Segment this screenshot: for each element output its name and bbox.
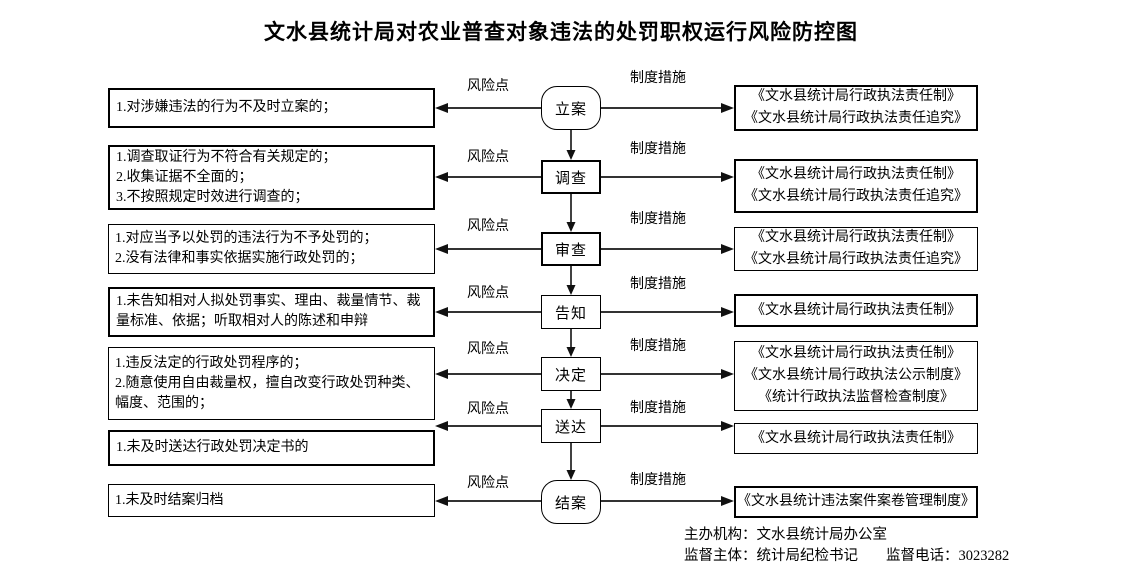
measure-item: 《文水县统计局行政执法责任追究》 — [744, 189, 968, 204]
measure-label-7: 制度措施 — [630, 473, 686, 488]
measure-box-decision: 《文水县统计局行政执法责任制》 《文水县统计局行政执法公示制度》 《统计行政执法… — [734, 341, 978, 411]
measure-item: 《文水县统计局行政执法责任制》 — [751, 167, 961, 182]
risk-point-label-6: 风险点 — [467, 402, 509, 417]
measure-item: 《统计行政执法监督检查制度》 — [758, 390, 954, 405]
flow-node-review: 审查 — [541, 232, 601, 266]
risk-box-review: 1.对应当予以处罚的违法行为不予处罚的； 2.没有法律和事实依据实施行政处罚的； — [108, 224, 435, 274]
measure-item: 《文水县统计局行政执法责任制》 — [751, 430, 961, 446]
page-title: 文水县统计局对农业普查对象违法的处罚职权运行风险防控图 — [264, 21, 858, 44]
measure-box-case-closing: 《文水县统计违法案件案卷管理制度》 — [734, 486, 978, 518]
flow-node-decision: 决定 — [541, 357, 601, 391]
risk-text: 1.对应当予以处罚的违法行为不予处罚的； 2.没有法律和事实依据实施行政处罚的； — [115, 231, 378, 266]
measure-item: 《文水县统计局行政执法责任制》 — [751, 302, 961, 318]
flow-node-investigation: 调查 — [541, 160, 601, 194]
measure-item: 《文水县统计局行政执法公示制度》 — [744, 368, 968, 383]
measure-box-review: 《文水县统计局行政执法责任制》 《文水县统计局行政执法责任追究》 — [734, 227, 978, 271]
risk-box-case-filing: 1.对涉嫌违法的行为不及时立案的； — [108, 88, 435, 128]
supervisor-text: 监督主体：统计局纪检书记 — [684, 548, 858, 564]
risk-text: 1.未告知相对人拟处罚事实、理由、裁量情节、裁量标准、依据；听取相对人的陈述和申… — [116, 294, 421, 329]
risk-point-label-7: 风险点 — [467, 476, 509, 491]
measure-item: 《文水县统计违法案件案卷管理制度》 — [737, 494, 975, 509]
risk-text: 1.未及时结案归档 — [115, 492, 224, 508]
flow-node-case-filing: 立案 — [541, 86, 601, 130]
measure-item: 《文水县统计局行政执法责任追究》 — [744, 111, 968, 126]
measure-box-delivery: 《文水县统计局行政执法责任制》 — [734, 423, 978, 454]
risk-box-notification: 1.未告知相对人拟处罚事实、理由、裁量情节、裁量标准、依据；听取相对人的陈述和申… — [108, 287, 435, 337]
risk-point-label-4: 风险点 — [467, 286, 509, 301]
footer-info: 主办机构：文水县统计局办公室 监督主体：统计局纪检书记 监督电话：3023282 — [684, 525, 1009, 567]
measure-label-3: 制度措施 — [630, 212, 686, 227]
risk-text: 1.调查取证行为不符合有关规定的； 2.收集证据不全面的； 3.不按照规定时效进… — [116, 149, 337, 205]
flow-node-notification: 告知 — [541, 295, 601, 329]
measure-box-case-filing: 《文水县统计局行政执法责任制》 《文水县统计局行政执法责任追究》 — [734, 85, 978, 131]
risk-box-case-closing: 1.未及时结案归档 — [108, 484, 435, 517]
horizontal-arrows — [435, 103, 734, 506]
organizer-line: 主办机构：文水县统计局办公室 — [684, 527, 887, 543]
risk-text: 1.违反法定的行政处罚程序的； 2.随意使用自由裁量权，擅自改变行政处罚种类、幅… — [115, 355, 420, 411]
vertical-flow-arrows — [566, 130, 576, 480]
measure-item: 《文水县统计局行政执法责任制》 — [751, 230, 961, 245]
measure-label-5: 制度措施 — [630, 339, 686, 354]
risk-text: 1.未及时送达行政处罚决定书的 — [116, 440, 309, 455]
supervision-phone: 监督电话：3023282 — [886, 548, 1010, 564]
risk-box-investigation: 1.调查取证行为不符合有关规定的； 2.收集证据不全面的； 3.不按照规定时效进… — [108, 145, 435, 210]
risk-point-label-2: 风险点 — [467, 150, 509, 165]
measure-box-notification: 《文水县统计局行政执法责任制》 — [734, 294, 978, 327]
risk-box-decision: 1.违反法定的行政处罚程序的； 2.随意使用自由裁量权，擅自改变行政处罚种类、幅… — [108, 347, 435, 420]
risk-point-label-1: 风险点 — [467, 79, 509, 94]
measure-label-4: 制度措施 — [630, 277, 686, 292]
flow-node-case-closing: 结案 — [541, 480, 601, 524]
measure-label-1: 制度措施 — [630, 71, 686, 86]
measure-box-investigation: 《文水县统计局行政执法责任制》 《文水县统计局行政执法责任追究》 — [734, 159, 978, 213]
risk-text: 1.对涉嫌违法的行为不及时立案的； — [116, 100, 337, 115]
risk-box-delivery: 1.未及时送达行政处罚决定书的 — [108, 430, 435, 466]
flow-node-delivery: 送达 — [541, 409, 601, 443]
measure-item: 《文水县统计局行政执法责任制》 — [751, 89, 961, 104]
measure-item: 《文水县统计局行政执法责任制》 — [751, 346, 961, 361]
measure-label-6: 制度措施 — [630, 401, 686, 416]
supervisor-line: 监督主体：统计局纪检书记 监督电话：3023282 — [684, 546, 1009, 567]
risk-point-label-3: 风险点 — [467, 219, 509, 234]
measure-label-2: 制度措施 — [630, 142, 686, 157]
measure-item: 《文水县统计局行政执法责任追究》 — [744, 252, 968, 267]
risk-point-label-5: 风险点 — [467, 342, 509, 357]
